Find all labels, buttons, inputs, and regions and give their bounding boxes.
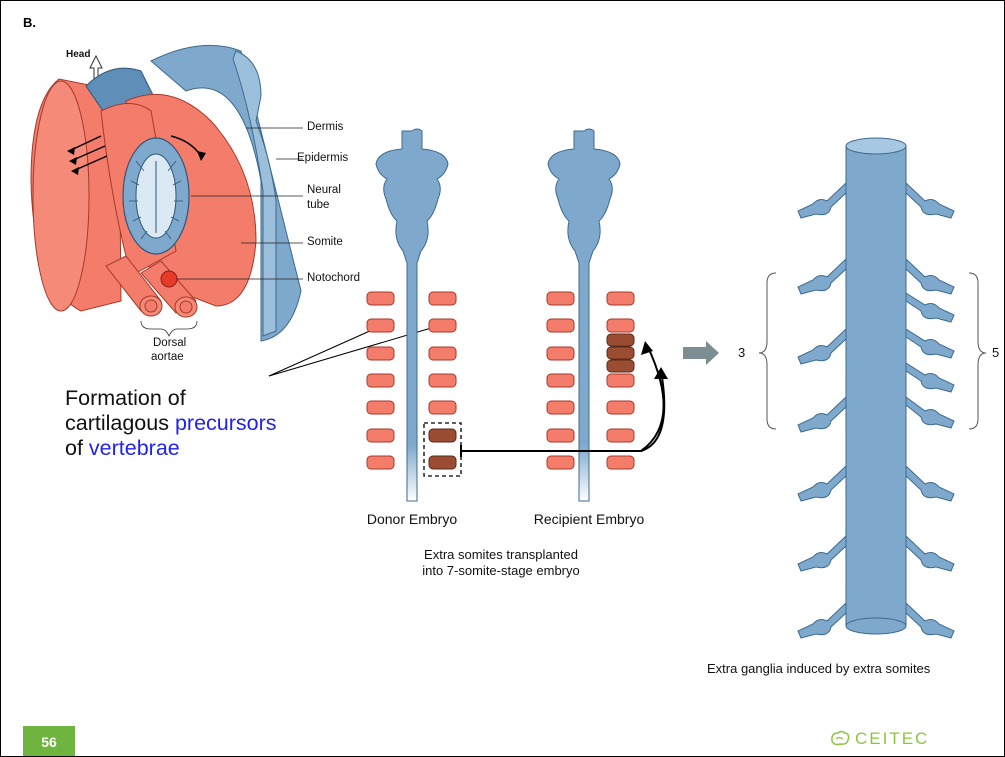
left-ganglia-count: 3 xyxy=(738,345,745,360)
ceitec-logo: CEITEC xyxy=(855,729,929,749)
ganglia-caption: Extra ganglia induced by extra somites xyxy=(707,661,930,676)
logo-icon xyxy=(829,729,851,752)
slide-number: 56 xyxy=(23,726,75,757)
right-ganglia-count: 5 xyxy=(992,345,999,360)
